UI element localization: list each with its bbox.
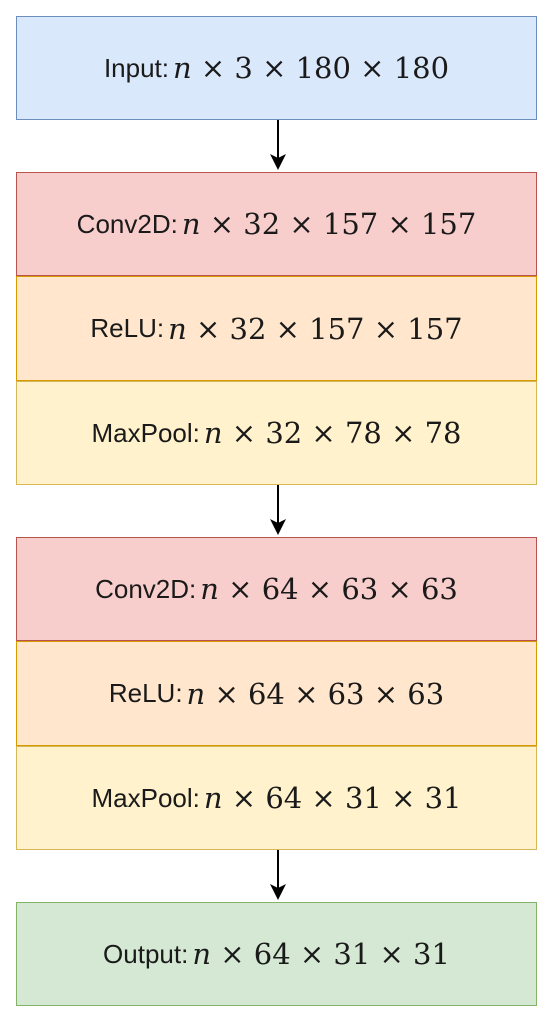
conv2d-layer-1-shape: n × 32 × 157 × 157 bbox=[182, 207, 477, 241]
relu-layer-2-shape: n × 64 × 63 × 63 bbox=[187, 677, 445, 711]
maxpool-layer-1-shape: n × 32 × 78 × 78 bbox=[204, 416, 462, 450]
maxpool-layer-2-shape: n × 64 × 31 × 31 bbox=[204, 781, 462, 815]
input-layer-shape: n × 3 × 180 × 180 bbox=[173, 51, 449, 85]
batch-variable: n bbox=[203, 781, 223, 815]
relu-layer-2-dims: × 64 × 63 × 63 bbox=[205, 676, 445, 711]
arrow-down-icon bbox=[270, 850, 286, 900]
maxpool-layer-1-label: MaxPool: bbox=[91, 417, 200, 448]
conv2d-layer-1-box: Conv2D: n × 32 × 157 × 157 bbox=[16, 172, 537, 276]
maxpool-layer-1-box: MaxPool: n × 32 × 78 × 78 bbox=[16, 381, 537, 485]
maxpool-layer-1-dims: × 32 × 78 × 78 bbox=[222, 416, 462, 450]
conv2d-layer-2-shape: n × 64 × 63 × 63 bbox=[200, 572, 458, 606]
output-layer-box: Output: n × 64 × 31 × 31 bbox=[16, 902, 537, 1006]
conv2d-layer-1-label: Conv2D: bbox=[76, 208, 178, 239]
batch-variable: n bbox=[181, 207, 201, 241]
relu-layer-2-box: ReLU: n × 64 × 63 × 63 bbox=[16, 641, 537, 746]
output-layer-dims: × 64 × 31 × 31 bbox=[211, 937, 450, 971]
output-layer-shape: n × 64 × 31 × 31 bbox=[192, 937, 450, 971]
batch-variable: n bbox=[168, 311, 187, 346]
arrow-down-icon bbox=[270, 120, 286, 170]
maxpool-layer-2-label: MaxPool: bbox=[91, 782, 200, 813]
batch-variable: n bbox=[200, 572, 219, 606]
conv2d-layer-2-dims: × 64 × 63 × 63 bbox=[218, 572, 458, 606]
maxpool-layer-2-box: MaxPool: n × 64 × 31 × 31 bbox=[16, 746, 537, 850]
conv2d-layer-2-box: Conv2D: n × 64 × 63 × 63 bbox=[16, 537, 537, 641]
relu-layer-2-label: ReLU: bbox=[108, 678, 183, 708]
batch-variable: n bbox=[203, 416, 223, 450]
batch-variable: n bbox=[186, 676, 206, 711]
conv2d-layer-1-dims: × 32 × 157 × 157 bbox=[200, 207, 477, 241]
conv2d-layer-2-label: Conv2D: bbox=[95, 573, 197, 604]
relu-layer-1-shape: n × 32 × 157 × 157 bbox=[168, 312, 463, 346]
batch-variable: n bbox=[192, 937, 212, 971]
relu-layer-1-dims: × 32 × 157 × 157 bbox=[186, 311, 463, 346]
maxpool-layer-2-dims: × 64 × 31 × 31 bbox=[222, 781, 462, 815]
relu-layer-1-label: ReLU: bbox=[90, 313, 165, 343]
arrow-down-icon bbox=[270, 485, 286, 535]
input-layer-dims: × 3 × 180 × 180 bbox=[191, 51, 450, 85]
input-layer-box: Input: n × 3 × 180 × 180 bbox=[16, 16, 537, 120]
relu-layer-1-box: ReLU: n × 32 × 157 × 157 bbox=[16, 276, 537, 381]
input-layer-label: Input: bbox=[103, 52, 169, 83]
batch-variable: n bbox=[173, 51, 192, 85]
output-layer-label: Output: bbox=[103, 938, 189, 969]
